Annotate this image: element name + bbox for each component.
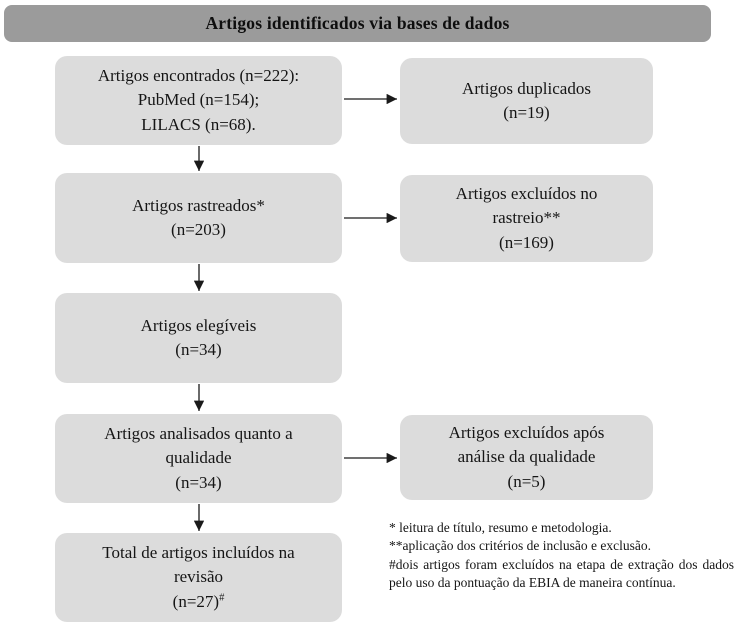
box-excluidos-qualidade-text: Artigos excluídos após análise da qualid… bbox=[448, 423, 605, 491]
box-total-incluidos-n: (n=27)# bbox=[172, 591, 225, 611]
box-total-incluidos: Total de artigos incluídos na revisão (n… bbox=[55, 533, 342, 622]
box-artigos-duplicados: Artigos duplicados (n=19) bbox=[400, 58, 653, 144]
box-artigos-rastreados: Artigos rastreados* (n=203) bbox=[55, 173, 342, 263]
box-artigos-encontrados-text: Artigos encontrados (n=222): PubMed (n=1… bbox=[97, 66, 300, 134]
box-artigos-duplicados-text: Artigos duplicados (n=19) bbox=[462, 78, 591, 122]
box-excluidos-rastreio: Artigos excluídos no rastreio** (n=169) bbox=[400, 175, 653, 262]
footnote-double-asterisk: **aplicação dos critérios de inclusão e … bbox=[389, 538, 652, 554]
box-excluidos-rastreio-text: Artigos excluídos no rastreio** (n=169) bbox=[455, 184, 598, 252]
footnote-hash: #dois artigos foram excluídos na etapa d… bbox=[389, 556, 734, 591]
box-artigos-elegiveis-text: Artigos elegíveis (n=34) bbox=[140, 315, 257, 359]
superscript-hash: # bbox=[219, 591, 225, 603]
box-excluidos-qualidade: Artigos excluídos após análise da qualid… bbox=[400, 415, 653, 500]
box-artigos-encontrados: Artigos encontrados (n=222): PubMed (n=1… bbox=[55, 56, 342, 145]
diagram-title: Artigos identificados via bases de dados bbox=[205, 13, 510, 33]
box-total-incluidos-text: Total de artigos incluídos na revisão bbox=[102, 543, 295, 587]
box-artigos-elegiveis: Artigos elegíveis (n=34) bbox=[55, 293, 342, 383]
box-analisados-qualidade-text: Artigos analisados quanto a qualidade (n… bbox=[104, 424, 293, 492]
box-analisados-qualidade: Artigos analisados quanto a qualidade (n… bbox=[55, 414, 342, 503]
box-artigos-rastreados-text: Artigos rastreados* (n=203) bbox=[132, 195, 265, 239]
footnotes: * leitura de título, resumo e metodologi… bbox=[389, 519, 734, 592]
diagram-title-bar: Artigos identificados via bases de dados bbox=[4, 5, 711, 42]
footnote-asterisk: * leitura de título, resumo e metodologi… bbox=[389, 520, 612, 535]
